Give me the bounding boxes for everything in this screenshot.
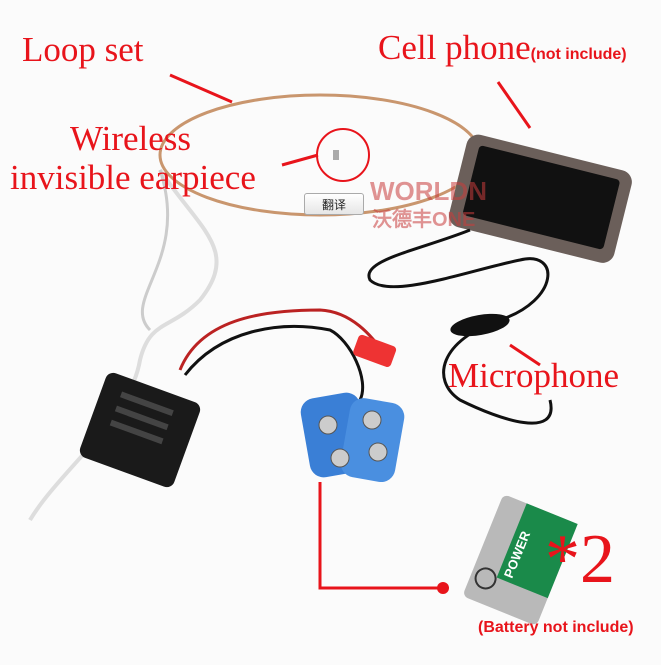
watermark-line1: WORLDN <box>370 176 487 206</box>
label-wireless: Wireless <box>70 119 192 158</box>
earpiece-circle <box>316 128 370 182</box>
label-cell-phone-text: Cell phone <box>378 28 531 67</box>
label-battery-not-include: (Battery not include) <box>478 619 634 636</box>
cell-phone <box>449 134 632 263</box>
watermark-line2: 沃德丰ONE <box>372 209 476 231</box>
label-cell-phone: Cell phone(not include) <box>378 30 627 65</box>
translate-button[interactable]: 翻译 <box>304 193 364 215</box>
battery-clips <box>300 392 405 483</box>
label-not-include: (not include) <box>530 46 627 63</box>
label-times-two: *2 <box>545 521 615 598</box>
label-loop-set: Loop set <box>22 30 144 69</box>
annotation-lines <box>169 73 541 590</box>
receiver-box <box>79 372 201 488</box>
label-microphone: Microphone <box>448 356 620 395</box>
battery <box>464 495 578 625</box>
earpiece <box>333 150 339 160</box>
microphone <box>450 313 510 337</box>
label-invisible-earpiece: invisible earpiece <box>10 158 256 197</box>
